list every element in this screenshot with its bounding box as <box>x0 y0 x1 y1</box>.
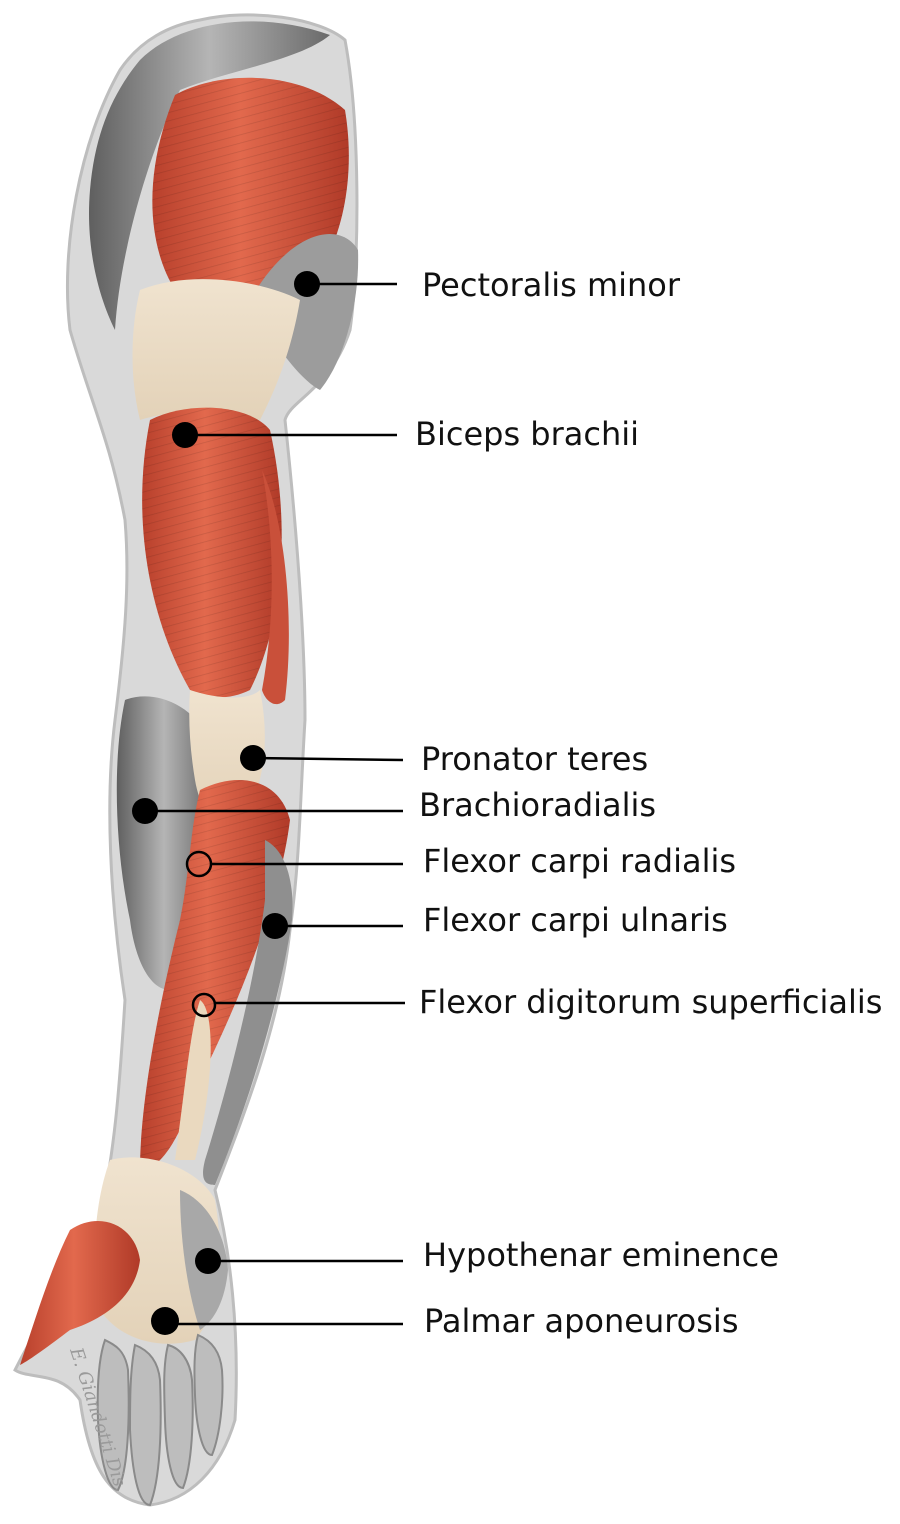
pectoralis-texture <box>152 77 349 296</box>
leader-line <box>252 756 404 762</box>
thenar-eminence <box>20 1221 140 1365</box>
marker-dot <box>132 798 158 824</box>
arm-illustration: E. Giandotti Dis. <box>13 13 359 1507</box>
label-text: Palmar aponeurosis <box>424 1302 738 1340</box>
label-hypothenar-eminence: Hypothenar eminence <box>195 1236 779 1274</box>
label-text: Biceps brachii <box>415 415 639 453</box>
label-text: Pectoralis minor <box>422 266 681 304</box>
fingers <box>96 1333 224 1507</box>
marker-dot <box>262 913 288 939</box>
marker-ring <box>185 850 213 878</box>
label-text: Hypothenar eminence <box>423 1236 779 1274</box>
marker-ring <box>191 992 217 1018</box>
marker-dot <box>294 271 320 297</box>
label-flexor-carpi-ulnaris: Flexor carpi ulnaris <box>262 901 728 939</box>
label-layer: Pectoralis minor Biceps brachii Pronator… <box>132 266 882 1340</box>
label-text: Flexor carpi radialis <box>423 842 736 880</box>
label-text: Brachioradialis <box>419 786 656 824</box>
pectoralis-minor-muscle <box>250 234 359 390</box>
marker-dot <box>195 1248 221 1274</box>
deltoid-muscle <box>89 21 330 331</box>
marker-dot <box>240 745 266 771</box>
marker-dot <box>172 422 198 448</box>
forearm-texture <box>140 780 290 1170</box>
label-flexor-digitorum-superficialis: Flexor digitorum superficialis <box>191 983 882 1021</box>
biceps-texture <box>142 407 282 698</box>
label-brachioradialis: Brachioradialis <box>132 786 656 824</box>
label-biceps-brachii: Biceps brachii <box>172 415 639 453</box>
brachialis-muscle <box>262 470 289 705</box>
marker-dot <box>151 1307 179 1335</box>
label-pectoralis-minor: Pectoralis minor <box>294 266 681 304</box>
flexor-tendons <box>175 1000 211 1160</box>
upper-tendon <box>132 279 300 420</box>
label-pronator-teres: Pronator teres <box>240 740 648 778</box>
label-flexor-carpi-radialis: Flexor carpi radialis <box>185 842 736 880</box>
label-text: Pronator teres <box>421 740 648 778</box>
label-text: Flexor carpi ulnaris <box>423 901 728 939</box>
label-text: Flexor digitorum superficialis <box>419 983 882 1021</box>
label-palmar-aponeurosis: Palmar aponeurosis <box>151 1302 738 1340</box>
